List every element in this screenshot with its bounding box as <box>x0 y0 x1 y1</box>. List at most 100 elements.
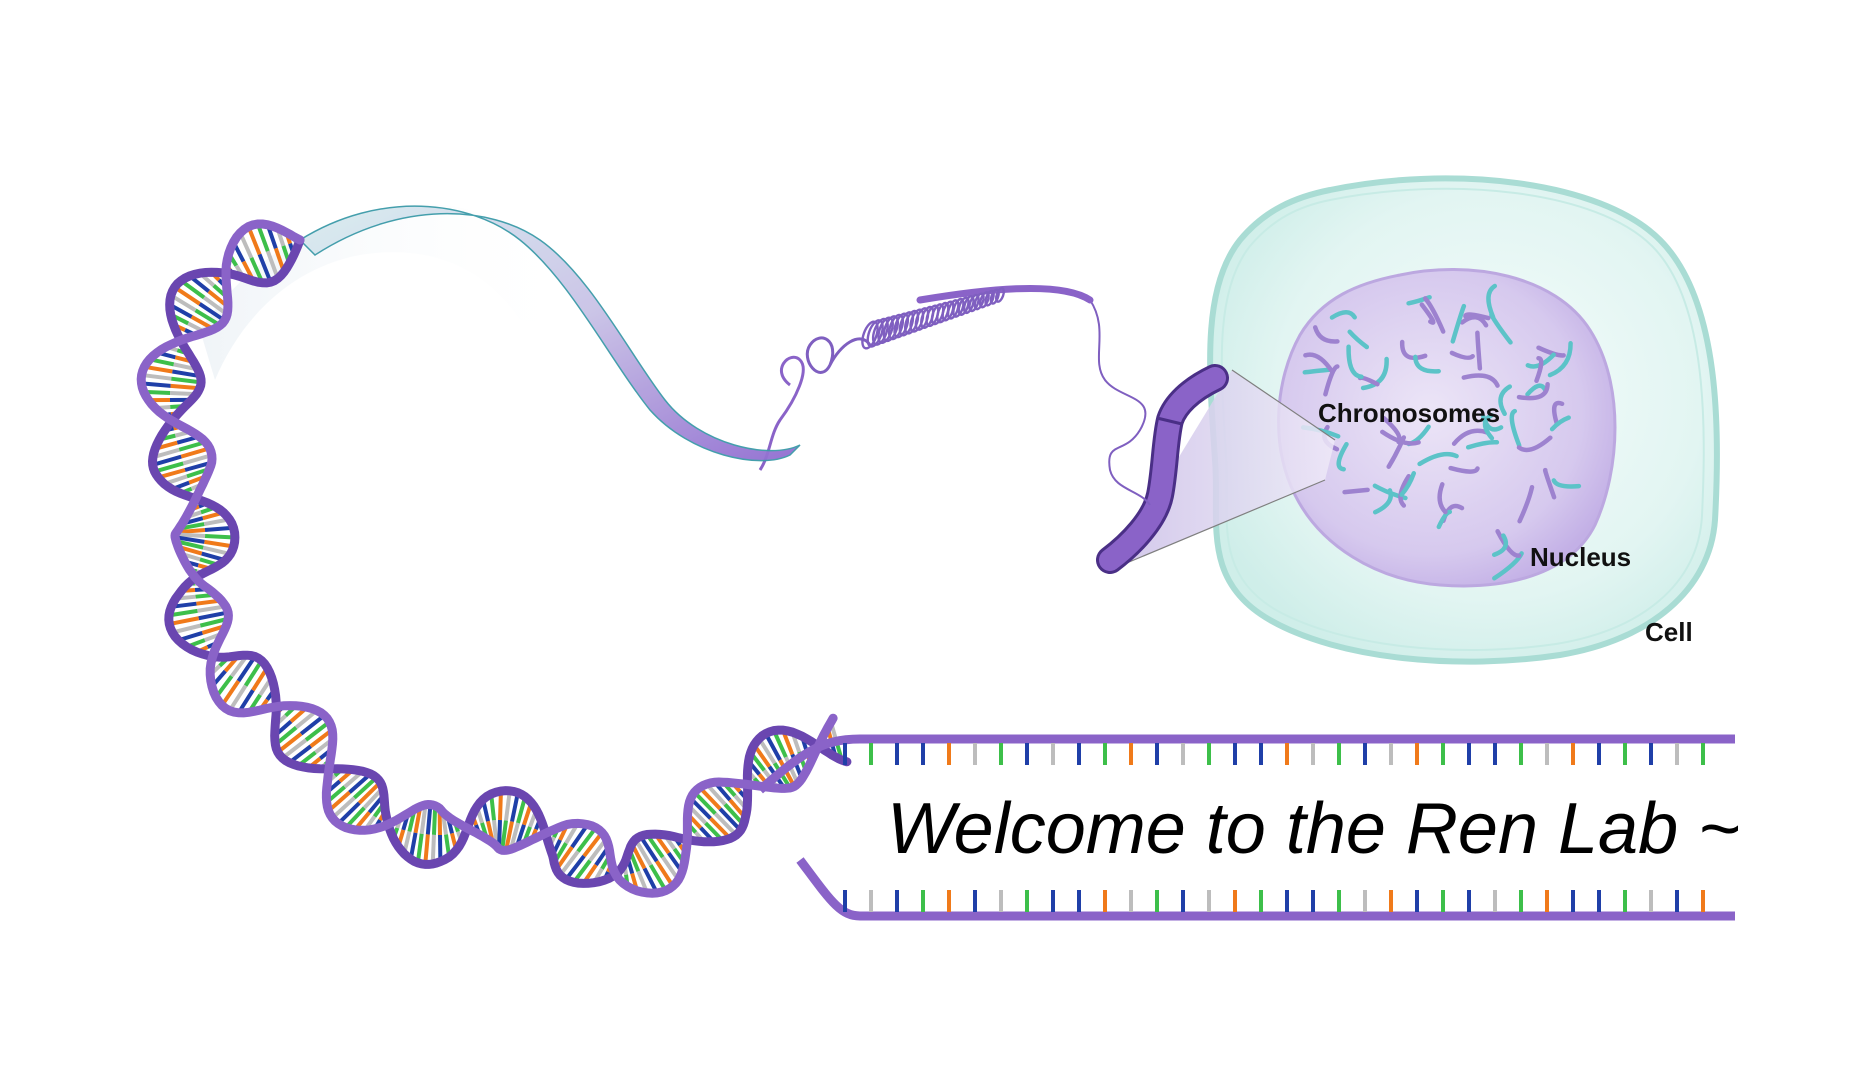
ladder-top-strand <box>757 734 1735 794</box>
helix-base-pair <box>353 776 378 800</box>
nucleus <box>1277 268 1617 588</box>
helix-base-pair <box>430 834 436 865</box>
helix-base-pair <box>500 820 508 851</box>
zoom-cone-top-edge <box>1231 369 1336 441</box>
helix-base-pair <box>246 225 262 256</box>
chromatin-squiggle <box>1498 384 1513 417</box>
helix-base-pair <box>718 807 743 832</box>
coil-turn <box>984 289 995 307</box>
chromatin-strands <box>1300 283 1582 581</box>
coil-turn <box>962 295 975 315</box>
helix-base-pair <box>763 732 782 761</box>
helix-base-pair <box>174 535 205 544</box>
helix-base-pair <box>331 796 356 820</box>
chromatin-drop <box>758 355 805 471</box>
chromatin-squiggle <box>1461 373 1500 388</box>
helix-base-pair <box>419 804 428 835</box>
helix-base-pair <box>204 539 235 549</box>
helix-base-pair <box>336 801 361 826</box>
helix-base-pair <box>693 790 717 816</box>
chromatin-thread <box>1089 299 1151 506</box>
coil-turn <box>973 292 985 311</box>
chromatin-squiggle <box>1534 355 1544 384</box>
nucleus-envelope <box>1277 268 1617 588</box>
helix-base-pair <box>425 804 433 835</box>
helix-base-pair <box>655 860 675 888</box>
chromosomes-label: Chromosomes <box>1318 398 1500 428</box>
chromatin-squiggle <box>1463 312 1491 321</box>
chromatin-squiggle <box>1509 408 1522 448</box>
helix-base-pair <box>255 223 270 252</box>
dna-straight-ladder <box>757 734 1735 921</box>
chromatin-fiber <box>916 284 1094 304</box>
helix-base-pair <box>638 835 659 863</box>
chromatin-squiggle <box>1491 533 1509 557</box>
coil-turn <box>952 297 965 318</box>
chromatin-squiggle <box>1312 325 1340 344</box>
chromosome-centromere <box>1156 416 1183 426</box>
chromatin-squiggle <box>1419 302 1436 325</box>
nucleus-label: Nucleus <box>1530 542 1631 572</box>
chromatin-squiggle <box>1303 352 1335 374</box>
helix-base-pair <box>168 616 200 627</box>
helix-base-pair <box>281 738 308 760</box>
helix-base-pair <box>141 381 171 388</box>
helix-base-pair <box>182 453 213 466</box>
chromatin-squiggle <box>1495 529 1522 558</box>
helix-base-pair <box>504 821 514 851</box>
chromatin-squiggle <box>1450 303 1467 344</box>
helix-base-pair <box>504 790 512 821</box>
helix-base-pair <box>423 834 430 865</box>
chromatin-squiggle <box>1517 484 1535 524</box>
helix-base-pair <box>757 737 777 765</box>
chromosome-fill <box>1099 367 1226 571</box>
chromatin-squiggle <box>1516 381 1550 401</box>
helix-base-pair <box>698 786 722 811</box>
chromosome <box>1096 364 1229 574</box>
helix-base-pair <box>173 285 201 306</box>
chromatin-coil <box>861 287 1006 350</box>
ladder-bottom-strand <box>796 857 1735 921</box>
cell-label: Cell <box>1645 617 1693 647</box>
chromatin-squiggle <box>1329 310 1357 320</box>
chromatin-loop <box>805 336 872 374</box>
helix-base-pair <box>564 854 586 881</box>
chromatin-squiggle <box>1417 451 1459 467</box>
helix-base-pair <box>171 623 201 635</box>
chromatin-squiggle <box>1475 330 1483 371</box>
helix-base-pair <box>498 790 503 821</box>
chromatin-squiggle <box>1437 482 1448 515</box>
helix-base-pair <box>558 850 580 877</box>
chromatin-squiggle <box>1302 367 1332 375</box>
welcome-text: Welcome to the Ren Lab ~ <box>887 789 1740 869</box>
helix-base-pair <box>154 461 184 474</box>
chromatin-squiggle <box>1451 428 1490 446</box>
helix-base-pair <box>276 732 303 754</box>
helix-base-pair <box>204 525 234 532</box>
coil-turn <box>968 293 980 313</box>
helix-base-pair <box>648 863 668 892</box>
chromatin-squiggle <box>1449 350 1475 360</box>
helix-base-pair <box>169 293 197 313</box>
helix-base-pair <box>141 372 172 381</box>
helix-base-pair <box>713 812 738 837</box>
chromatin-squiggle <box>1551 478 1582 489</box>
coil-turn <box>978 291 990 309</box>
helix-base-pair <box>778 759 797 788</box>
chromatin-squiggle <box>1336 441 1349 472</box>
chromatin-squiggle <box>1465 439 1500 450</box>
helix-base-pair <box>198 302 226 323</box>
chromatin-squiggle <box>1486 283 1498 320</box>
helix-base-pair <box>257 253 273 283</box>
chromatin-squiggle <box>1399 339 1428 361</box>
chromatin-squiggle <box>1549 415 1571 432</box>
chromatin-squiggle <box>1516 435 1553 453</box>
helix-base-pair <box>236 655 257 683</box>
helix-ribbon <box>298 205 801 462</box>
helix-base-pair <box>510 792 520 822</box>
helix-base-pair <box>243 659 264 687</box>
helix-base-pair <box>227 684 248 712</box>
chromatin-squiggle <box>1399 471 1417 497</box>
chromatin-squiggle <box>1542 467 1557 500</box>
